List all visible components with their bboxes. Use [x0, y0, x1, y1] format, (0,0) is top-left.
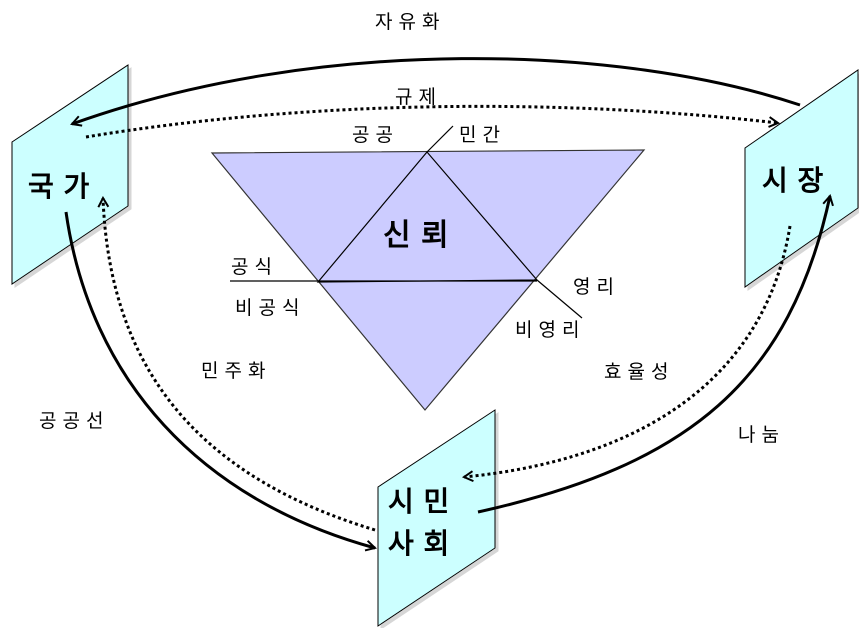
- civil-society-panel: [377, 409, 496, 627]
- efficiency-arrow: [464, 225, 792, 477]
- sharing-arrow: [477, 196, 830, 514]
- market-panel: [744, 69, 859, 288]
- public-goods-arrow: [64, 211, 375, 548]
- liberalization-label: 자 유 화: [375, 11, 440, 33]
- efficiency-label: 효 율 성: [604, 361, 669, 383]
- trust-label: 신 뢰: [383, 218, 449, 253]
- regulation-arrow: [85, 104, 778, 139]
- liberalization-arrow: [72, 57, 801, 124]
- profit-nonprofit-axis: [536, 279, 583, 319]
- state-panel: [11, 64, 129, 285]
- civil-society-label-line2: 사 회: [388, 527, 449, 560]
- democratization-arrow: [103, 198, 376, 532]
- market-label: 시 장: [762, 164, 824, 197]
- private-label: 민 간: [459, 124, 500, 146]
- public-private-axis: [426, 125, 454, 153]
- regulation-label: 규 제: [395, 86, 436, 108]
- public-label: 공 공: [352, 124, 393, 146]
- democratization-label: 민 주 화: [201, 360, 266, 382]
- profit-label: 영 리: [573, 276, 614, 298]
- public-goods-label: 공 공 선: [39, 410, 104, 432]
- sharing-label: 나 눔: [738, 424, 779, 446]
- civil-society-label-line1: 시 민: [388, 485, 449, 518]
- state-label: 국 가: [28, 170, 90, 203]
- trust-triangle: [210, 125, 646, 411]
- nonprofit-label: 비 영 리: [515, 319, 580, 341]
- formal-label: 공 식: [231, 256, 272, 278]
- informal-label: 비 공 식: [235, 297, 300, 319]
